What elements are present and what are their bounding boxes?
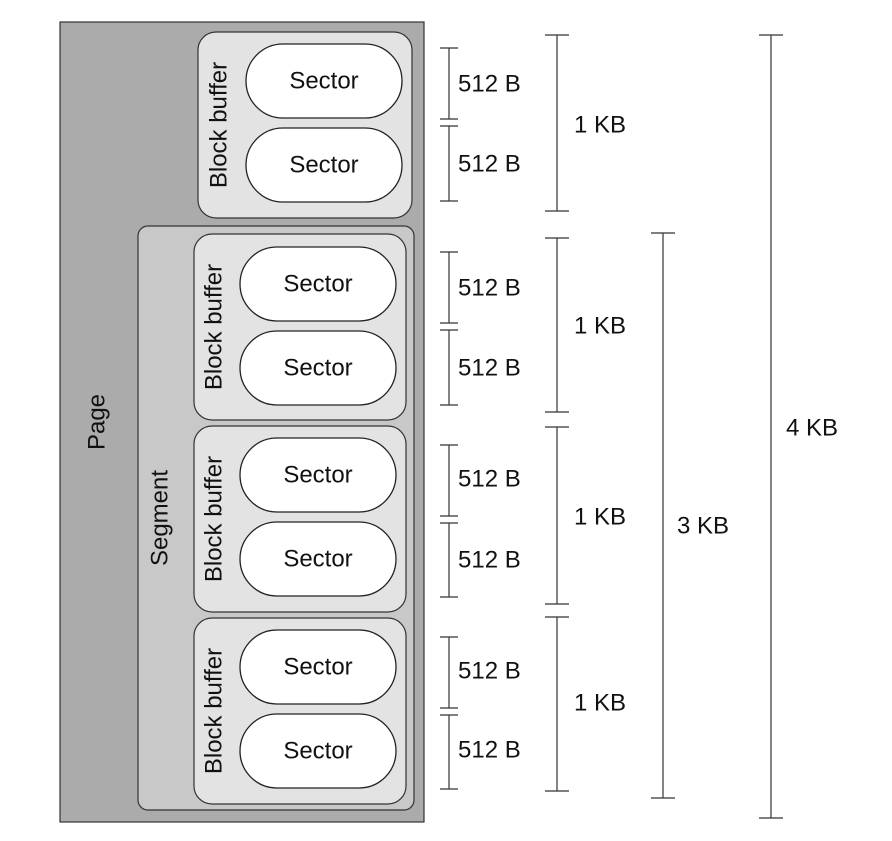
- dim-bracket-3kb: 3 KB: [651, 232, 729, 799]
- dim-bracket-512b: 512 B: [440, 714, 521, 790]
- sector-size-label: 512 B: [458, 658, 521, 685]
- dim-bracket-512b: 512 B: [440, 47, 521, 120]
- block-buffer-4: Block buffer Sector Sector: [193, 617, 407, 805]
- dim-bracket-1kb: 1 KB: [545, 426, 626, 605]
- block-buffer-1: Block buffer Sector Sector: [197, 31, 413, 219]
- sector-label: Sector: [283, 654, 352, 681]
- sector-3: [239, 246, 397, 322]
- sector-label: Sector: [283, 355, 352, 382]
- sector-8: [239, 713, 397, 789]
- dim-bracket-512b: 512 B: [440, 251, 521, 324]
- dim-bracket-1kb: 1 KB: [545, 616, 626, 792]
- dim-bracket-1kb: 1 KB: [545, 34, 626, 212]
- sector-size-label: 512 B: [458, 151, 521, 178]
- sector-dimension-brackets: 512 B 512 B 512 B 512 B 512 B 512 B 512 …: [440, 47, 521, 790]
- sector-4: [239, 330, 397, 406]
- sector-7: [239, 629, 397, 705]
- block-size-label: 1 KB: [574, 504, 626, 531]
- block-buffer-label: Block buffer: [206, 62, 233, 188]
- block-buffer-2: Block buffer Sector Sector: [193, 233, 407, 421]
- sector-2: [245, 127, 403, 203]
- sector-size-label: 512 B: [458, 547, 521, 574]
- sector-label: Sector: [289, 152, 358, 179]
- sector-label: Sector: [283, 462, 352, 489]
- page-size-label: 4 KB: [786, 415, 838, 442]
- block-buffer-3: Block buffer Sector Sector: [193, 425, 407, 613]
- sector-1: [245, 43, 403, 119]
- block-dimension-brackets: 1 KB 1 KB 1 KB 1 KB: [545, 34, 626, 792]
- sector-size-label: 512 B: [458, 737, 521, 764]
- dim-bracket-512b: 512 B: [440, 522, 521, 598]
- segment-label: Segment: [147, 470, 174, 566]
- dim-bracket-512b: 512 B: [440, 444, 521, 517]
- page-label: Page: [84, 394, 111, 450]
- dim-bracket-4kb: 4 KB: [759, 34, 838, 819]
- sector-size-label: 512 B: [458, 71, 521, 98]
- dim-bracket-512b: 512 B: [440, 329, 521, 406]
- block-buffer-label: Block buffer: [201, 648, 228, 774]
- sector-label: Sector: [283, 546, 352, 573]
- dim-bracket-512b: 512 B: [440, 125, 521, 202]
- segment-size-label: 3 KB: [677, 513, 729, 540]
- block-buffer-label: Block buffer: [201, 264, 228, 390]
- block-buffer-label: Block buffer: [201, 456, 228, 582]
- sector-label: Sector: [289, 68, 358, 95]
- sector-5: [239, 437, 397, 513]
- sector-label: Sector: [283, 738, 352, 765]
- sector-label: Sector: [283, 271, 352, 298]
- dim-bracket-512b: 512 B: [440, 636, 521, 709]
- block-size-label: 1 KB: [574, 313, 626, 340]
- sector-size-label: 512 B: [458, 466, 521, 493]
- sector-size-label: 512 B: [458, 275, 521, 302]
- sector-6: [239, 521, 397, 597]
- sector-size-label: 512 B: [458, 355, 521, 382]
- block-size-label: 1 KB: [574, 112, 626, 139]
- block-size-label: 1 KB: [574, 690, 626, 717]
- dim-bracket-1kb: 1 KB: [545, 237, 626, 413]
